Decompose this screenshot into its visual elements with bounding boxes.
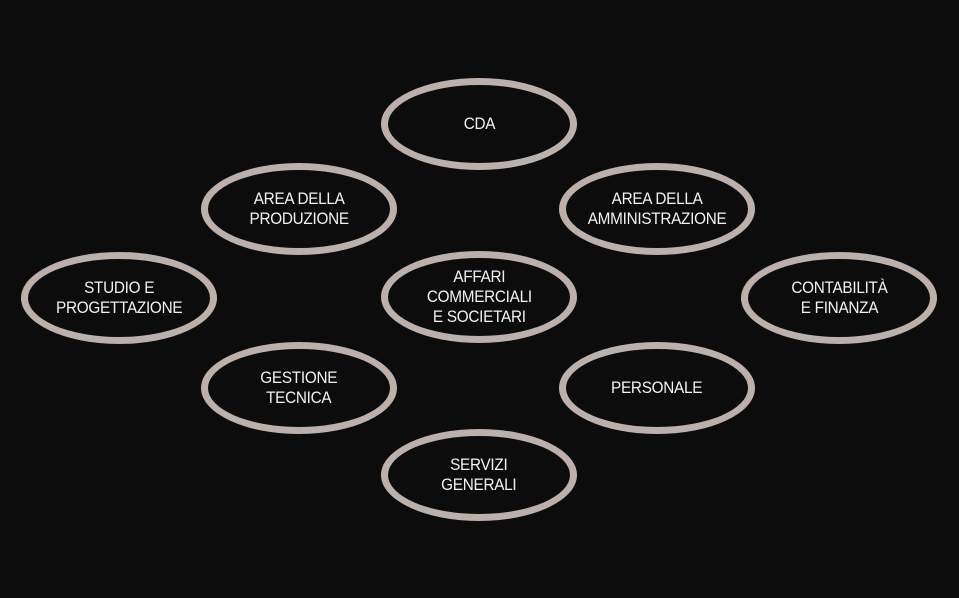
node-area-produzione: AREA DELLA PRODUZIONE (201, 163, 397, 255)
node-cda-label: CDA (463, 114, 495, 134)
node-servizi-generali-line-2: GENERALI (441, 475, 517, 494)
node-servizi-generali-label: SERVIZI GENERALI (441, 455, 516, 495)
node-studio-progettazione-line-2: PROGETTAZIONE (55, 298, 183, 317)
node-area-amministrazione-line-1: AREA DELLA (611, 189, 703, 208)
node-contabilita-finanza-label: CONTABILITÀ E FINANZA (791, 278, 887, 318)
node-cda: CDA (381, 78, 577, 170)
node-studio-progettazione-label: STUDIO E PROGETTAZIONE (55, 278, 183, 318)
node-studio-progettazione: STUDIO E PROGETTAZIONE (21, 252, 217, 344)
node-cda-line-1: CDA (463, 114, 495, 133)
node-personale: PERSONALE (559, 342, 755, 434)
node-contabilita-finanza-line-1: CONTABILITÀ (790, 278, 888, 297)
node-affari-commerciali-label: AFFARI COMMERCIALI E SOCIETARI (427, 267, 532, 327)
node-affari-commerciali-line-3: E SOCIETARI (432, 307, 526, 326)
node-personale-label: PERSONALE (611, 378, 702, 398)
node-affari-commerciali: AFFARI COMMERCIALI E SOCIETARI (381, 251, 577, 343)
node-gestione-tecnica: GESTIONE TECNICA (201, 342, 397, 434)
node-servizi-generali: SERVIZI GENERALI (381, 429, 577, 521)
node-gestione-tecnica-label: GESTIONE TECNICA (261, 368, 338, 408)
node-area-produzione-line-1: AREA DELLA (253, 189, 345, 208)
node-affari-commerciali-line-2: COMMERCIALI (426, 287, 532, 306)
node-contabilita-finanza: CONTABILITÀ E FINANZA (741, 252, 937, 344)
node-servizi-generali-line-1: SERVIZI (450, 455, 508, 474)
node-area-amministrazione-line-2: AMMINISTRAZIONE (587, 209, 727, 228)
node-studio-progettazione-line-1: STUDIO E (83, 278, 155, 297)
node-area-amministrazione-label: AREA DELLA AMMINISTRAZIONE (588, 189, 727, 229)
node-personale-line-1: PERSONALE (611, 378, 703, 397)
node-contabilita-finanza-line-2: E FINANZA (800, 298, 878, 317)
node-area-produzione-line-2: PRODUZIONE (249, 209, 349, 228)
node-gestione-tecnica-line-2: TECNICA (266, 388, 332, 407)
node-area-produzione-label: AREA DELLA PRODUZIONE (249, 189, 349, 229)
node-affari-commerciali-line-1: AFFARI (453, 267, 505, 286)
node-gestione-tecnica-line-1: GESTIONE (260, 368, 338, 387)
node-area-amministrazione: AREA DELLA AMMINISTRAZIONE (559, 163, 755, 255)
